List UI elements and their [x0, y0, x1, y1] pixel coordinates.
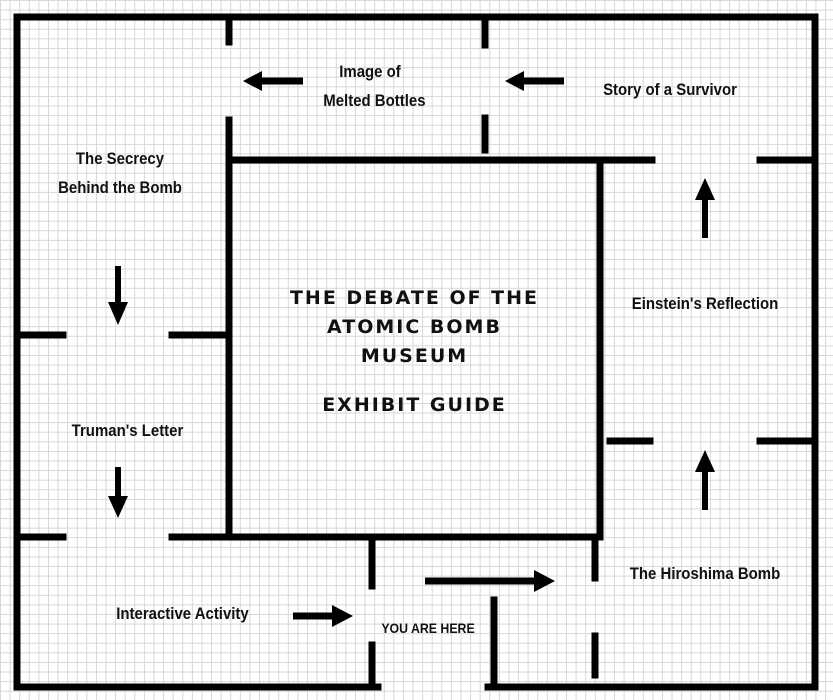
room-label-truman: Truman's Letter — [71, 421, 184, 440]
label-line: Image of — [339, 62, 401, 81]
title-line-2: ATOMIC BOMB — [327, 316, 502, 338]
arrow-left-icon — [505, 71, 564, 91]
arrow-right-icon — [425, 570, 555, 592]
outer-walls — [13, 13, 819, 691]
title-line-3: MUSEUM — [360, 345, 469, 367]
map-title: THE DEBATE OF THE ATOMIC BOMB MUSEUM — [229, 284, 600, 371]
arrow-up-icon — [695, 178, 715, 238]
room-label-secrecy: The Secrecy Behind the Bomb — [41, 144, 199, 202]
arrow-right-icon — [293, 605, 353, 627]
label-line: The Secrecy — [75, 149, 165, 168]
room-label-einstein: Einstein's Reflection — [631, 294, 779, 313]
label-line: Melted Bottles — [323, 91, 426, 110]
map-subtitle: EXHIBIT GUIDE — [322, 394, 507, 416]
label-line: Behind the Bomb — [58, 178, 182, 197]
room-label-melted-bottles: Image of Melted Bottles — [300, 57, 441, 115]
room-label-interactive: Interactive Activity — [116, 604, 249, 623]
arrow-left-icon — [243, 71, 303, 91]
room-label-hiroshima: The Hiroshima Bomb — [629, 564, 781, 583]
arrow-up-icon — [695, 450, 715, 510]
title-line-1: THE DEBATE OF THE — [289, 287, 540, 309]
room-label-survivor: Story of a Survivor — [603, 80, 737, 99]
interior-walls — [13, 13, 817, 691]
arrow-down-icon — [108, 467, 128, 518]
arrow-down-icon — [108, 266, 128, 325]
you-are-here-marker: YOU ARE HERE — [381, 620, 475, 636]
